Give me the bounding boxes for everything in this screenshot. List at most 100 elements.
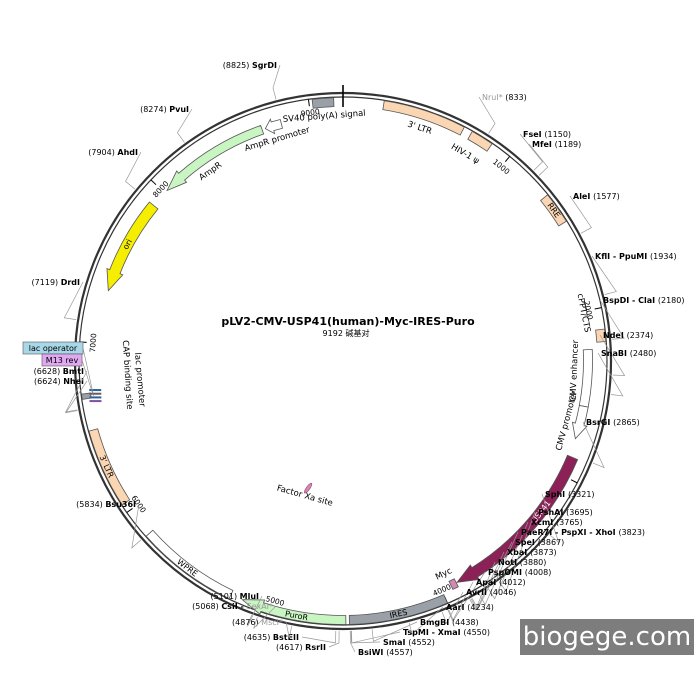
- site-leader-msci: [285, 621, 292, 638]
- site-position: (4046): [490, 588, 517, 597]
- site-position: (2480): [630, 349, 657, 358]
- feature-rre: [539, 194, 567, 227]
- tick-label-1000: 1000: [491, 157, 512, 176]
- site-label-bmgbi: BmgBI (4438): [420, 618, 479, 627]
- site-leader-bsu36i: [131, 503, 142, 549]
- site-leader-pvui: [177, 108, 193, 143]
- site-leader-bspdi-clai: [599, 299, 625, 340]
- site-name: AarI: [446, 603, 467, 612]
- feature-ampr-promoter: [264, 118, 283, 135]
- site-leader-pspomi: [448, 571, 486, 622]
- callout-label-m13-rev: M13 rev: [46, 356, 79, 365]
- site-name: AleI: [573, 192, 593, 201]
- site-position: (7904): [88, 148, 117, 157]
- site-name: NdeI: [603, 331, 627, 340]
- site-name: XbaI: [507, 548, 530, 557]
- feature-myc: [448, 578, 459, 590]
- site-label-xbai: XbaI (3873): [507, 548, 557, 557]
- site-name: PvuI: [169, 105, 189, 114]
- site-position: (3695): [566, 508, 593, 517]
- site-leader-spei: [471, 541, 513, 610]
- site-leader-nrui: [478, 96, 496, 134]
- site-label-snabi: SnaBI (2480): [601, 349, 656, 358]
- site-position: (2180): [658, 296, 685, 305]
- plasmid-size: 9192 碱基对: [323, 328, 370, 338]
- feature-3-ltr: [382, 100, 465, 136]
- site-label-bspdi-clai: BspDI - ClaI (2180): [603, 296, 684, 305]
- site-name: PaeR7I - PspXI - XhoI: [521, 528, 618, 537]
- site-leader-ahdi: [125, 151, 142, 190]
- callout-leader-lac-operator: [82, 347, 94, 394]
- site-leader-mfei: [528, 143, 549, 176]
- feature-label-ori: ori: [121, 238, 134, 251]
- site-position: (2374): [627, 331, 654, 340]
- site-label-sphi: SphI (3321): [545, 490, 595, 499]
- site-position: (3867): [538, 538, 565, 547]
- feature-label-3-ltr: 3' LTR: [406, 120, 433, 137]
- site-label-fsei: FseI (1150): [523, 130, 571, 139]
- watermark: biogege.com: [520, 619, 694, 655]
- lac-operator-bar-0: [89, 389, 102, 392]
- site-label-rsrii: (4617) RsrII: [276, 643, 326, 652]
- site-leader-avrii: [441, 591, 464, 625]
- site-label-noti: NotI (3880): [498, 558, 546, 567]
- site-position: (2865): [613, 418, 640, 427]
- site-leader-bsteii: [301, 630, 337, 644]
- feature-ori: [106, 201, 159, 292]
- site-label-avrii: AvrII (4046): [466, 588, 516, 597]
- site-label-pvui: (8274) PvuI: [140, 105, 189, 114]
- site-name: BsiWI: [358, 648, 386, 657]
- site-position: (833): [505, 93, 527, 102]
- site-label-pspomi: PspOMI (4008): [488, 568, 551, 577]
- lac-operator-bar-3: [89, 400, 102, 403]
- site-position: (3880): [520, 558, 547, 567]
- site-position: (3873): [530, 548, 557, 557]
- site-label-nrui: NruI* (833): [482, 93, 527, 102]
- site-position: (6628): [34, 367, 63, 376]
- site-label-smai: SmaI (4552): [383, 638, 435, 647]
- site-name: CsiI -: [221, 602, 246, 611]
- site-position: (3823): [618, 528, 645, 537]
- site-name: SnaBI: [601, 349, 630, 358]
- site-label-bsiwi: BsiWI (4557): [358, 648, 413, 657]
- site-position: (4635): [244, 633, 273, 642]
- feature-ires: [348, 594, 448, 625]
- site-name: BmtI: [63, 367, 84, 376]
- site-name-muted: SexAI*: [247, 602, 273, 611]
- site-leader-paer7i-pspxi-xhoi: [478, 531, 519, 606]
- site-position: (4012): [499, 578, 526, 587]
- site-label-msci: (4876) MscI*: [232, 618, 283, 627]
- site-name: NotI: [498, 558, 520, 567]
- site-label-kfli-ppumi: KflI - PpuMI (1934): [595, 252, 677, 261]
- feature-wpre: [145, 529, 234, 600]
- site-leader-smai: [350, 630, 381, 644]
- site-label-bsteii: (4635) BstEII: [244, 633, 299, 642]
- site-position: (1577): [593, 192, 620, 201]
- factor-xa-marker: [304, 482, 313, 494]
- site-name: ApaI: [476, 578, 499, 587]
- site-name: SphI: [545, 490, 568, 499]
- site-position: (4234): [467, 603, 494, 612]
- site-leader-bsrgi: [582, 421, 605, 469]
- site-position: (8274): [140, 105, 169, 114]
- site-position: (4008): [525, 568, 552, 577]
- site-name: TspMI - XmaI: [403, 628, 463, 637]
- site-name: DrdI: [61, 278, 80, 287]
- site-position: (4557): [386, 648, 413, 657]
- site-leader-sgrdi: [272, 64, 281, 100]
- site-position: (8825): [223, 61, 252, 70]
- site-label-spei: SpeI (3867): [515, 538, 564, 547]
- site-label-mfei: MfeI (1189): [532, 140, 581, 149]
- site-position: (7119): [32, 278, 61, 287]
- restriction-sites: NruI* (833) FseI (1150)MfeI (1189) AleI (1…: [32, 61, 685, 657]
- site-label-sgrdi: (8825) SgrDI: [223, 61, 277, 70]
- site-label-aari: AarI (4234): [446, 603, 494, 612]
- site-name: NheI: [63, 377, 84, 386]
- tick-label-7000: 7000: [88, 333, 98, 353]
- site-name: PshAI: [538, 508, 566, 517]
- site-label-drdi: (7119) DrdI: [32, 278, 80, 287]
- site-name: BstEII: [273, 633, 299, 642]
- lac-operator-bar-2: [89, 396, 102, 399]
